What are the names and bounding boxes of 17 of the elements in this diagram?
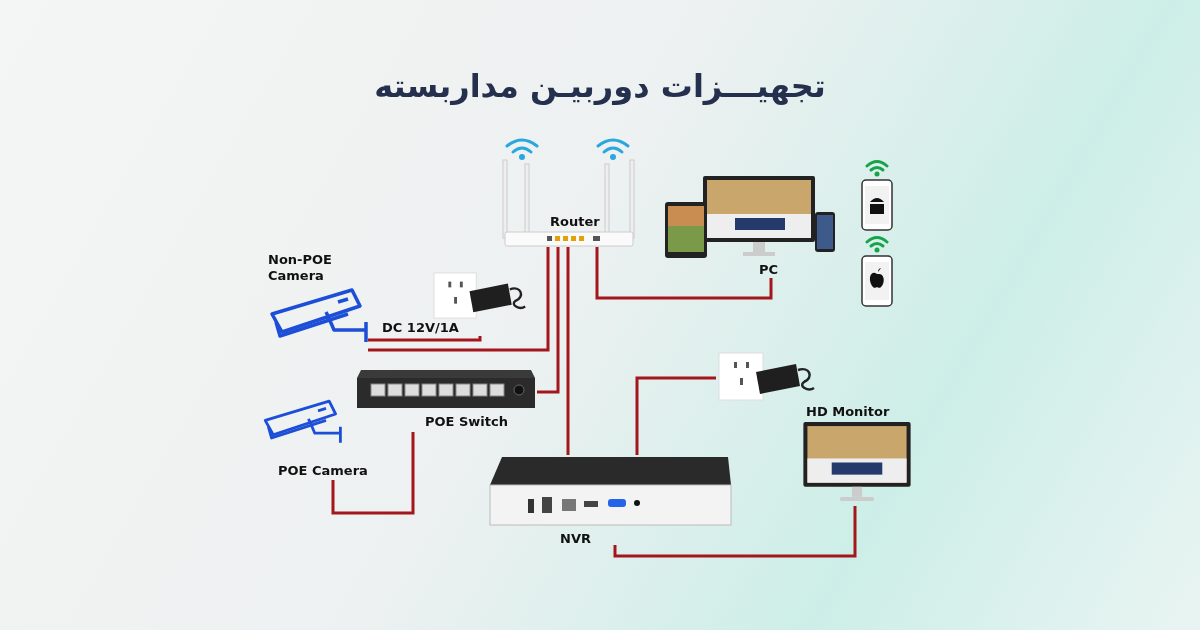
device-label: PC xyxy=(759,261,779,279)
title: تجهیـــزات دوربیـن مداربسته xyxy=(373,66,827,107)
cable-line xyxy=(566,247,570,455)
device-label: Non-POE Camera xyxy=(268,252,333,284)
cable-line xyxy=(368,336,482,342)
cable-line xyxy=(331,432,415,515)
device-label: POE Switch xyxy=(425,413,508,431)
device-label: Router xyxy=(550,213,600,231)
cable-line xyxy=(635,376,716,455)
device-label: HD Monitor xyxy=(806,403,890,421)
device-label: DC 12V/1A xyxy=(382,319,459,337)
cable-line xyxy=(368,247,550,352)
device-label: NVR xyxy=(560,530,591,548)
cable-line xyxy=(595,247,773,300)
device-label: POE Camera xyxy=(278,462,368,480)
cable-line xyxy=(537,247,560,394)
cable-line xyxy=(613,506,857,558)
